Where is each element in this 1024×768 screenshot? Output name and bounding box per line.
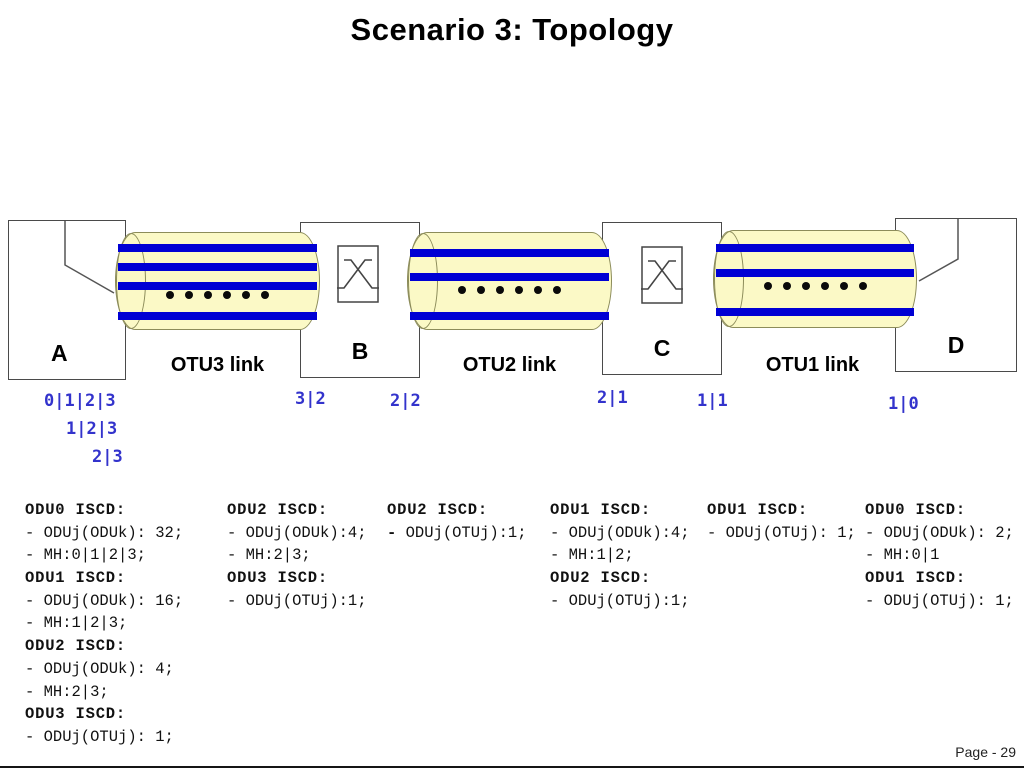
channel-dot (515, 286, 523, 294)
channel-dot (801, 282, 810, 290)
channel-dot (839, 282, 848, 290)
channel-dot (223, 291, 231, 299)
channel-dot (477, 286, 485, 294)
crossbar-switch-icon (337, 245, 379, 303)
otu1-link-cylinder (713, 230, 917, 328)
wavelength-stripe (118, 312, 317, 320)
iscd-header-line: ODU2 ISCD: (227, 501, 329, 519)
wavelength-stripe (410, 273, 609, 281)
iscd-item-line: - ODUj(ODUk): 32; (25, 523, 184, 542)
port-label-a1: 0|1|2|3 (44, 391, 116, 411)
iscd-header-line: ODU0 ISCD: (865, 501, 967, 519)
iscd-header-line: ODU3 ISCD: (25, 705, 127, 724)
otu3-link-cylinder (115, 232, 320, 330)
otu2-link-label: OTU2 link (462, 354, 557, 376)
port-label-d: 1|0 (888, 394, 919, 414)
page-number: Page - 29 (955, 744, 1016, 760)
wavelength-stripe (118, 263, 317, 271)
iscd-item-line: - ODUj(OTUj):1; (387, 523, 527, 542)
iscd-item-line: - MH:0|1|2|3; (25, 546, 146, 565)
iscd-item-line: - MH:2|3; (227, 546, 311, 565)
otu2-link-cylinder (407, 232, 612, 330)
node-label-a: A (51, 340, 68, 366)
channel-dot (553, 286, 561, 294)
node-label-c: C (653, 335, 671, 361)
wavelength-stripe (118, 282, 317, 290)
iscd-header-line: ODU0 ISCD: (25, 501, 127, 519)
port-label-a3: 2|3 (92, 447, 123, 467)
wavelength-stripe (118, 244, 317, 252)
channel-dots-row (408, 286, 611, 294)
iscd-item-line: - ODUj(ODUk):4; (227, 523, 367, 542)
iscd-item-line: - ODUj(OTUj):1; (227, 591, 367, 610)
iscd-header-line: ODU1 ISCD: (550, 501, 652, 519)
iscd-item-line: - ODUj(OTUj): 1; (865, 591, 1014, 610)
channel-dot (763, 282, 772, 290)
port-label-c-right: 1|1 (697, 391, 728, 411)
channel-dot (858, 282, 867, 290)
port-label-b-right: 2|2 (390, 391, 421, 411)
iscd-item-line: - ODUj(OTUj):1; (550, 591, 690, 610)
cylinder-endcap (714, 231, 744, 327)
channel-dot (496, 286, 504, 294)
wavelength-stripe (410, 249, 609, 257)
channel-dot (166, 291, 174, 299)
wavelength-stripe (716, 244, 914, 252)
iscd-item-line: - ODUj(OTUj): 1; (707, 523, 856, 542)
iscd-item-line: - ODUj(OTUj): 1; (25, 727, 174, 746)
channel-dot (458, 286, 466, 294)
node-box-a: A (8, 220, 126, 380)
channel-dot (782, 282, 791, 290)
port-label-b-left: 3|2 (295, 389, 326, 409)
node-label-d: D (947, 332, 965, 358)
otu3-link-label: OTU3 link (170, 354, 265, 376)
channel-dot (185, 291, 193, 299)
port-label-a2: 1|2|3 (66, 419, 118, 439)
iscd-header-line: ODU2 ISCD: (550, 569, 652, 588)
iscd-item-line: - ODUj(ODUk): 4; (25, 659, 174, 678)
cylinder-endcap (408, 233, 438, 329)
iscd-header-line: ODU1 ISCD: (865, 569, 967, 588)
wavelength-stripe (716, 308, 914, 316)
iscd-header-line: ODU2 ISCD: (25, 637, 127, 656)
channel-dots-row (714, 282, 916, 290)
slide-bottom-rule (0, 766, 1024, 768)
iscd-item-line: - MH:1|2|3; (25, 614, 128, 633)
iscd-item-line: - MH:2|3; (25, 682, 109, 701)
iscd-column-node-c-left: ODU1 ISCD: - ODUj(ODUk):4; - MH:1|2; ODU2 I… (550, 499, 690, 612)
slide-title: Scenario 3: Topology (350, 12, 674, 47)
channel-dot (261, 291, 269, 299)
cylinder-endcap (116, 233, 146, 329)
channel-dot (534, 286, 542, 294)
iscd-item-line: - MH:1|2; (550, 546, 634, 565)
wavelength-stripe (716, 269, 914, 277)
wavelength-stripe (410, 312, 609, 320)
iscd-column-node-b-right: ODU2 ISCD: - ODUj(OTUj):1; (387, 499, 527, 544)
iscd-item-line: - ODUj(ODUk):4; (550, 523, 690, 542)
channel-dot (820, 282, 829, 290)
iscd-header-line: ODU1 ISCD: (707, 501, 809, 519)
iscd-column-node-a: ODU0 ISCD: - ODUj(ODUk): 32; - MH:0|1|2|3;… (25, 499, 183, 749)
iscd-column-node-c-right: ODU1 ISCD: - ODUj(OTUj): 1; (707, 499, 856, 544)
channel-dot (204, 291, 212, 299)
iscd-header-line: ODU1 ISCD: (25, 569, 127, 588)
node-label-b: B (351, 338, 369, 364)
otu1-link-label: OTU1 link (765, 354, 860, 376)
iscd-item-line: - ODUj(ODUk): 16; (25, 591, 184, 610)
crossbar-switch-icon (641, 246, 683, 304)
iscd-header-line: ODU3 ISCD: (227, 569, 329, 588)
channel-dots-row (116, 291, 319, 299)
iscd-item-line: - MH:0|1 (865, 546, 940, 565)
port-label-c-left: 2|1 (597, 388, 628, 408)
iscd-header-line: ODU2 ISCD: (387, 501, 489, 519)
iscd-item-line: - ODUj(ODUk): 2; (865, 523, 1014, 542)
channel-dot (242, 291, 250, 299)
iscd-column-node-b-left: ODU2 ISCD: - ODUj(ODUk):4; - MH:2|3; ODU3 I… (227, 499, 367, 612)
